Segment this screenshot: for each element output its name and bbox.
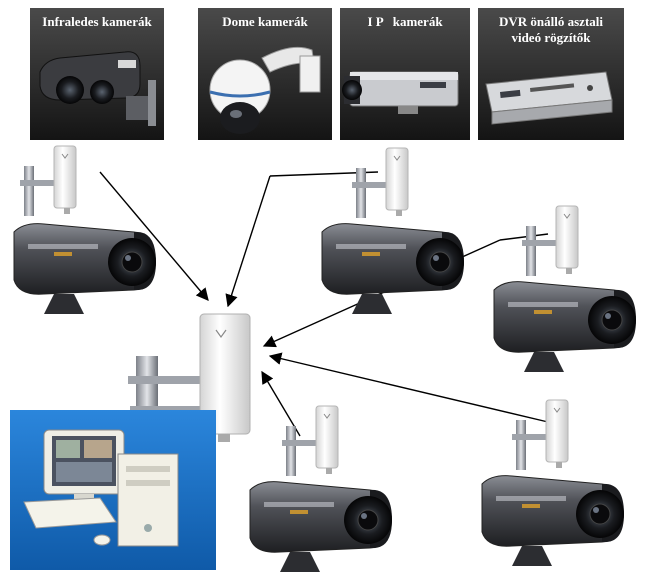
- tile-dome-cameras-label: Dome kamerák: [222, 14, 308, 29]
- wireless-antenna-icon: [511, 399, 569, 471]
- link-arrow-5: [268, 352, 549, 423]
- bullet-camera-icon: [493, 281, 637, 373]
- wireless-antenna-icon: [351, 147, 409, 219]
- tile-ir-cameras-label: Infraledes kamerák: [42, 14, 152, 29]
- tile-dvr-label-line1: DVR önálló asztali: [499, 14, 603, 29]
- wireless-antenna-icon: [521, 205, 579, 277]
- dome-camera-icon: [209, 46, 321, 134]
- ip-camera-icon: [342, 71, 459, 114]
- link-arrow-2b: [225, 175, 271, 308]
- computer-icon: [23, 429, 179, 547]
- link-arrow-4: [261, 370, 301, 437]
- bullet-camera-icon: [481, 475, 625, 567]
- link-arrow-1: [99, 171, 209, 301]
- bullet-camera-icon: [321, 223, 465, 315]
- wireless-antenna-icon: [281, 405, 339, 477]
- camera-station-5: [481, 399, 625, 567]
- dvr-recorder-icon: [485, 71, 613, 125]
- bullet-camera-icon: [249, 481, 393, 573]
- tile-dvr-label-line2: videó rögzítők: [511, 30, 591, 45]
- link-arrow-3: [499, 233, 549, 241]
- tile-dvr-recorders: DVR önálló asztali videó rögzítők: [478, 8, 624, 140]
- ir-camera-icon: [39, 51, 156, 126]
- camera-station-3: [493, 205, 637, 373]
- tile-ip-cameras: I P kamerák: [340, 8, 470, 140]
- wireless-antenna-icon: [19, 145, 77, 217]
- tile-dome-cameras: Dome kamerák: [198, 8, 332, 140]
- tile-ir-cameras: Infraledes kamerák: [30, 8, 164, 140]
- camera-station-4: [249, 405, 393, 573]
- wireless-links: [99, 171, 549, 437]
- monitoring-pc: [10, 410, 216, 570]
- tile-ip-cameras-label: I P kamerák: [367, 14, 443, 29]
- bullet-camera-icon: [13, 223, 157, 315]
- camera-station-1: [13, 145, 157, 315]
